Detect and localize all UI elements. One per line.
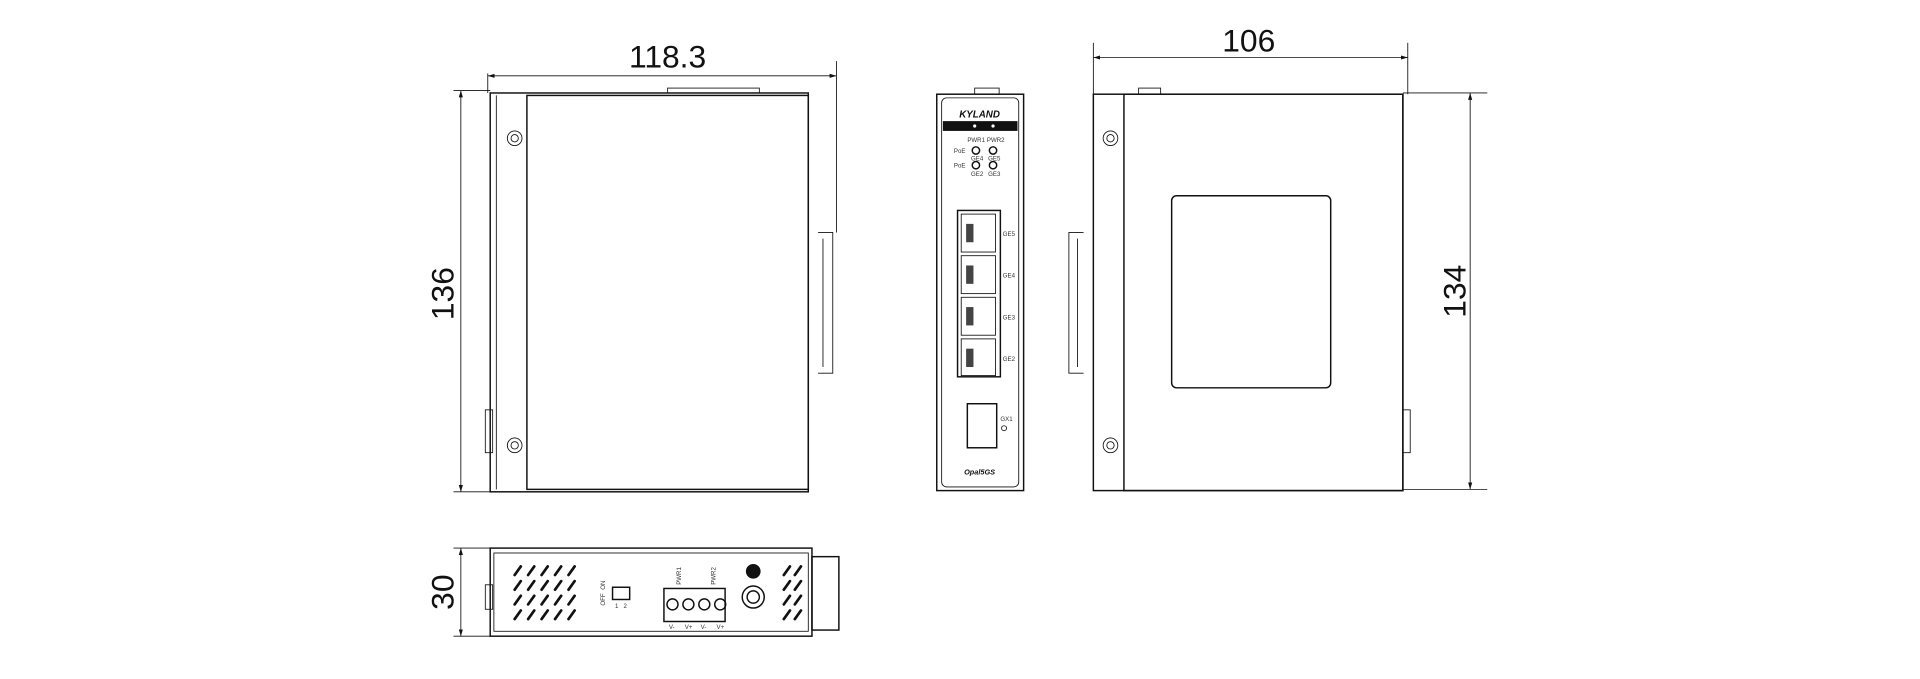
bottom-view: ON OFF 1 2 PWR1 PWR2 V- V+ V- V+ 30	[425, 547, 840, 637]
led-label: GE2	[971, 171, 984, 178]
power-label: PWR1	[676, 567, 683, 585]
dip-switch[interactable]	[611, 586, 631, 601]
connector-icon	[741, 585, 765, 609]
led-icon	[988, 146, 998, 155]
vent-slot	[513, 579, 523, 592]
vent-slot	[526, 594, 536, 606]
vent-slot	[513, 565, 523, 577]
vent-slot	[553, 594, 563, 606]
dimension-rear-height: 134	[1436, 265, 1472, 318]
din-rail-clip	[818, 232, 834, 374]
sfp-port-gx1[interactable]	[966, 402, 998, 449]
vent-slot	[513, 594, 523, 606]
dip-label: 2	[624, 603, 628, 610]
label-window	[1170, 195, 1332, 389]
vent-slot	[793, 565, 803, 577]
led-label: GE5	[988, 155, 1001, 162]
terminal-label: V+	[685, 624, 693, 631]
model-label: Opal5GS	[964, 468, 995, 477]
port-label: GE3	[1003, 314, 1016, 321]
vent-slot	[526, 565, 536, 577]
led-label: GE3	[988, 171, 1001, 178]
rj45-port-ge2[interactable]	[960, 338, 996, 377]
dip-label: 1	[615, 603, 619, 610]
vent-slot	[567, 609, 576, 621]
vent-slot	[540, 579, 550, 592]
dip-label: ON	[600, 581, 607, 590]
vent-slot	[540, 594, 550, 606]
rj45-ports	[960, 213, 996, 377]
vent-slot	[526, 609, 536, 621]
vent-slot	[567, 594, 576, 606]
screw-icon	[506, 130, 523, 147]
dip-label: OFF	[600, 593, 607, 605]
led-label: PWR1	[967, 137, 985, 144]
rear-view: 106 134	[1068, 22, 1488, 492]
side-view: 118.3 136	[425, 38, 837, 493]
vent-slot	[540, 565, 550, 577]
dimension-thickness: 30	[425, 574, 461, 609]
power-label: PWR2	[710, 567, 717, 585]
terminal-label: V+	[717, 624, 725, 631]
rj45-port-ge3[interactable]	[960, 296, 996, 336]
terminal-label: V-	[701, 624, 707, 631]
brand-logo: KYLAND	[959, 109, 1000, 120]
front-panel: KYLAND PWR1 PWR2 PoE GE4 GE5 PoE GE2 GE3…	[936, 87, 1025, 492]
vent-slot	[526, 579, 536, 592]
led-label: GE4	[971, 155, 984, 162]
port-label: GE2	[1003, 356, 1016, 363]
vent-slot	[782, 609, 792, 621]
vent-slot	[782, 565, 792, 577]
vent-slot	[553, 579, 563, 592]
led-label: PoE	[954, 148, 966, 155]
led-icon	[971, 160, 981, 170]
vent-slot	[553, 565, 563, 577]
vent-slot	[513, 609, 523, 621]
led-label: PWR2	[987, 137, 1005, 144]
vent-slot	[782, 594, 792, 606]
dimension-side-height: 136	[425, 267, 461, 320]
screw-icon	[506, 437, 523, 454]
port-label: GE4	[1003, 273, 1016, 280]
rj45-port-ge5[interactable]	[960, 213, 996, 253]
dimension-depth: 106	[1222, 22, 1275, 58]
led-label: PoE	[954, 163, 966, 170]
vent-slot	[793, 594, 803, 606]
port-label: GE5	[1003, 231, 1016, 238]
rj45-port-ge4[interactable]	[960, 255, 996, 295]
vent-slot	[567, 579, 576, 592]
ground-screw-icon	[745, 563, 761, 579]
led-icon	[988, 160, 998, 170]
led-icon	[971, 146, 981, 155]
terminal-label: V-	[669, 624, 675, 631]
vent-slot	[782, 579, 792, 592]
sfp-label: GX1	[1000, 416, 1013, 423]
vent-slot	[553, 609, 563, 621]
vent-slot	[793, 579, 803, 592]
dimension-side-width: 118.3	[629, 38, 706, 74]
vent-slots	[513, 565, 803, 621]
vent-slot	[567, 565, 576, 577]
vent-slot	[793, 609, 803, 621]
vent-slot	[540, 609, 550, 621]
